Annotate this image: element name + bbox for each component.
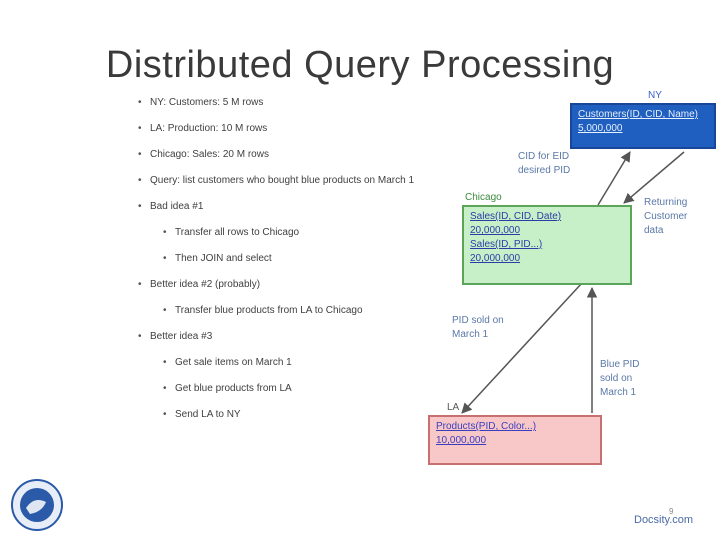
- node-label-chicago: Chicago: [465, 192, 502, 203]
- note-cid-for-pid: CID for EID desired PID: [518, 151, 571, 176]
- node-box-la: Products(PID, Color...) 10,000,000: [428, 415, 602, 465]
- note-blue-pid: Blue PID sold on March 1: [600, 359, 640, 398]
- node-label-ny: NY: [648, 90, 662, 101]
- chicago-line: 20,000,000: [470, 225, 521, 236]
- page-number: 9: [669, 507, 674, 516]
- sub-bullet-item: Get sale items on March 1: [163, 356, 438, 369]
- bullet-item: LA: Production: 10 M rows: [138, 122, 438, 135]
- bullet-item: Chicago: Sales: 20 M rows: [138, 148, 438, 161]
- chicago-line: Sales(ID, CID, Date): [470, 211, 562, 222]
- sub-bullet-item: Transfer blue products from LA to Chicag…: [163, 304, 438, 317]
- note-pid-sold: PID sold on March 1: [452, 315, 504, 340]
- bullet-item: Better idea #2 (probably): [138, 278, 438, 291]
- arrow-chicago-to-la: [461, 282, 583, 414]
- ny-line: Customers(ID, CID, Name): [578, 109, 699, 120]
- la-line: Products(PID, Color...): [436, 421, 537, 432]
- note-returning-customer-data: Returning Customer data: [644, 197, 688, 236]
- sub-bullet-item: Send LA to NY: [163, 408, 438, 421]
- chicago-line: Sales(ID, PID...): [470, 239, 543, 250]
- bullet-item: Query: list customers who bought blue pr…: [138, 174, 438, 187]
- bullet-item: Bad idea #1: [138, 200, 438, 213]
- footer-brand: Docsity.com: [634, 514, 694, 526]
- bullet-list: NY: Customers: 5 M rows LA: Production: …: [138, 96, 438, 434]
- bullet-item: NY: Customers: 5 M rows: [138, 96, 438, 109]
- bullet-item: Better idea #3: [138, 330, 438, 343]
- arrow-chicago-to-ny: [597, 151, 631, 206]
- la-line: 10,000,000: [436, 435, 487, 446]
- sub-bullet-item: Get blue products from LA: [163, 382, 438, 395]
- node-label-la: LA: [447, 402, 460, 413]
- university-logo-icon: [11, 479, 63, 531]
- chicago-line: 20,000,000: [470, 253, 521, 264]
- node-box-chicago: Sales(ID, CID, Date) 20,000,000 Sales(ID…: [462, 205, 632, 285]
- node-box-ny: Customers(ID, CID, Name) 5,000,000: [570, 103, 716, 149]
- slide-title: Distributed Query Processing: [105, 44, 615, 86]
- arrow-ny-to-chicago: [623, 151, 685, 204]
- sub-bullet-item: Transfer all rows to Chicago: [163, 226, 438, 239]
- ny-line: 5,000,000: [578, 123, 623, 134]
- sub-bullet-item: Then JOIN and select: [163, 252, 438, 265]
